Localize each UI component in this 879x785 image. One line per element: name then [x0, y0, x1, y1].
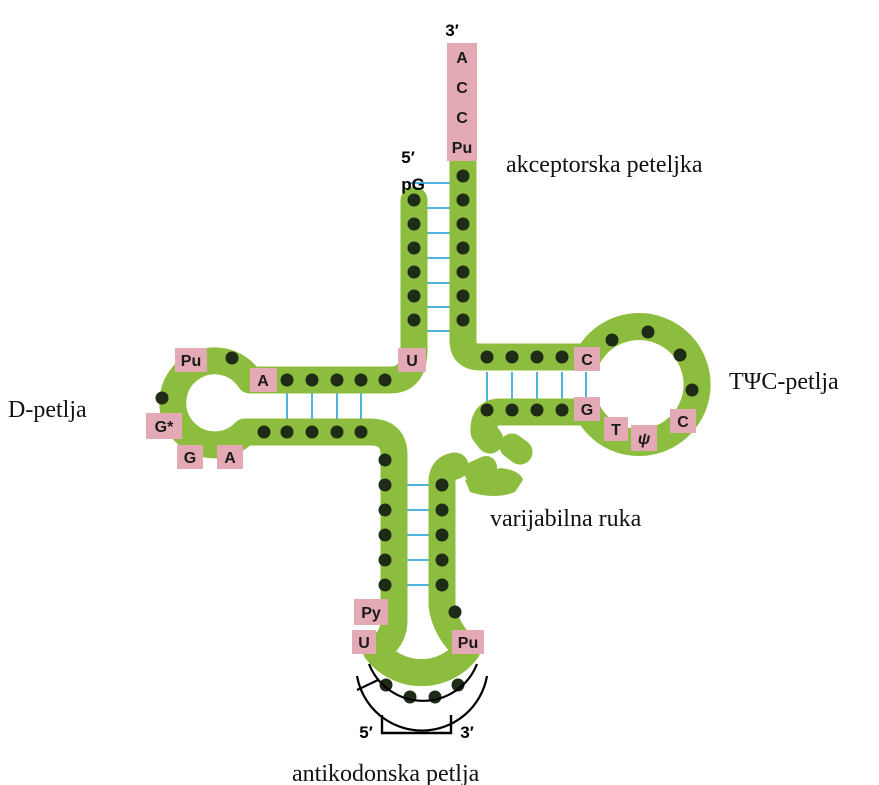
nt-C2: C	[456, 110, 468, 127]
rna-strand	[173, 160, 697, 673]
label-acceptor-stem: akceptorska peteljka	[506, 152, 703, 178]
dot	[379, 374, 392, 387]
dot	[331, 374, 344, 387]
nt-Pu-ac: Pu	[458, 635, 478, 652]
nt-T-t: T	[611, 422, 621, 439]
dot	[306, 374, 319, 387]
dot	[436, 529, 449, 542]
dot	[331, 426, 344, 439]
dot	[379, 454, 392, 467]
dot	[379, 504, 392, 517]
dot	[379, 579, 392, 592]
dot	[457, 266, 470, 279]
dot	[306, 426, 319, 439]
dot	[436, 579, 449, 592]
end-pG: pG	[401, 175, 425, 194]
dot	[156, 392, 169, 405]
dot	[429, 691, 442, 704]
dot	[404, 691, 417, 704]
label-d-loop: D-petlja	[8, 397, 87, 423]
dot	[457, 290, 470, 303]
end-3prime-top: 3′	[445, 21, 459, 40]
strand-variable-1	[512, 446, 520, 452]
dot	[408, 218, 421, 231]
dot	[506, 404, 519, 417]
dot	[379, 479, 392, 492]
dot	[556, 351, 569, 364]
label-anticodon-loop: antikodonska petlja	[292, 761, 480, 785]
dot	[379, 529, 392, 542]
nt-G-t: G	[581, 402, 593, 419]
nt-Py: Py	[361, 605, 381, 622]
dot	[226, 352, 239, 365]
dot	[449, 606, 462, 619]
dot	[457, 194, 470, 207]
nt-A-d: A	[257, 373, 269, 390]
dot	[436, 479, 449, 492]
dot	[506, 351, 519, 364]
nt-G-d: G	[184, 450, 196, 467]
dot	[258, 426, 271, 439]
label-tpsic-loop: TΨC-petlja	[729, 369, 839, 395]
dot	[531, 351, 544, 364]
end-5prime-top: 5′	[401, 148, 415, 167]
dot	[379, 554, 392, 567]
dot	[556, 404, 569, 417]
dot	[457, 170, 470, 183]
dot	[642, 326, 655, 339]
nucleotide-boxes: A C C Pu U A Pu G* G A C G T ψ C Py U Pu	[146, 43, 696, 654]
dot	[355, 426, 368, 439]
nt-A-d2: A	[224, 450, 236, 467]
strand-variable-2	[475, 467, 486, 472]
nt-A1: A	[456, 50, 468, 67]
nt-C-t2: C	[677, 414, 689, 431]
dot	[457, 242, 470, 255]
dot	[281, 374, 294, 387]
dot	[436, 504, 449, 517]
dot	[408, 266, 421, 279]
nt-C1: C	[456, 80, 468, 97]
nt-U-center: U	[406, 353, 418, 370]
dot	[457, 218, 470, 231]
nt-U-ac: U	[358, 635, 370, 652]
end-5prime-anticodon: 5′	[359, 723, 373, 742]
dot	[355, 374, 368, 387]
nt-psi: ψ	[638, 431, 651, 448]
dot	[408, 194, 421, 207]
strand-5prime-arm	[173, 200, 414, 600]
nt-C-t: C	[581, 352, 593, 369]
dot	[531, 404, 544, 417]
dot	[408, 242, 421, 255]
dot	[408, 290, 421, 303]
dot	[457, 314, 470, 327]
dot	[674, 349, 687, 362]
dot	[408, 314, 421, 327]
dot	[686, 384, 699, 397]
nt-Gstar: G*	[155, 419, 174, 436]
nt-Pu-d: Pu	[181, 353, 201, 370]
label-variable-arm: varijabilna ruka	[490, 506, 642, 532]
dot	[606, 334, 619, 347]
dot	[380, 679, 393, 692]
end-3prime-anticodon: 3′	[460, 723, 474, 742]
dot	[481, 404, 494, 417]
dot	[436, 554, 449, 567]
dot	[481, 351, 494, 364]
nt-Pu-top: Pu	[452, 140, 472, 157]
dot	[281, 426, 294, 439]
